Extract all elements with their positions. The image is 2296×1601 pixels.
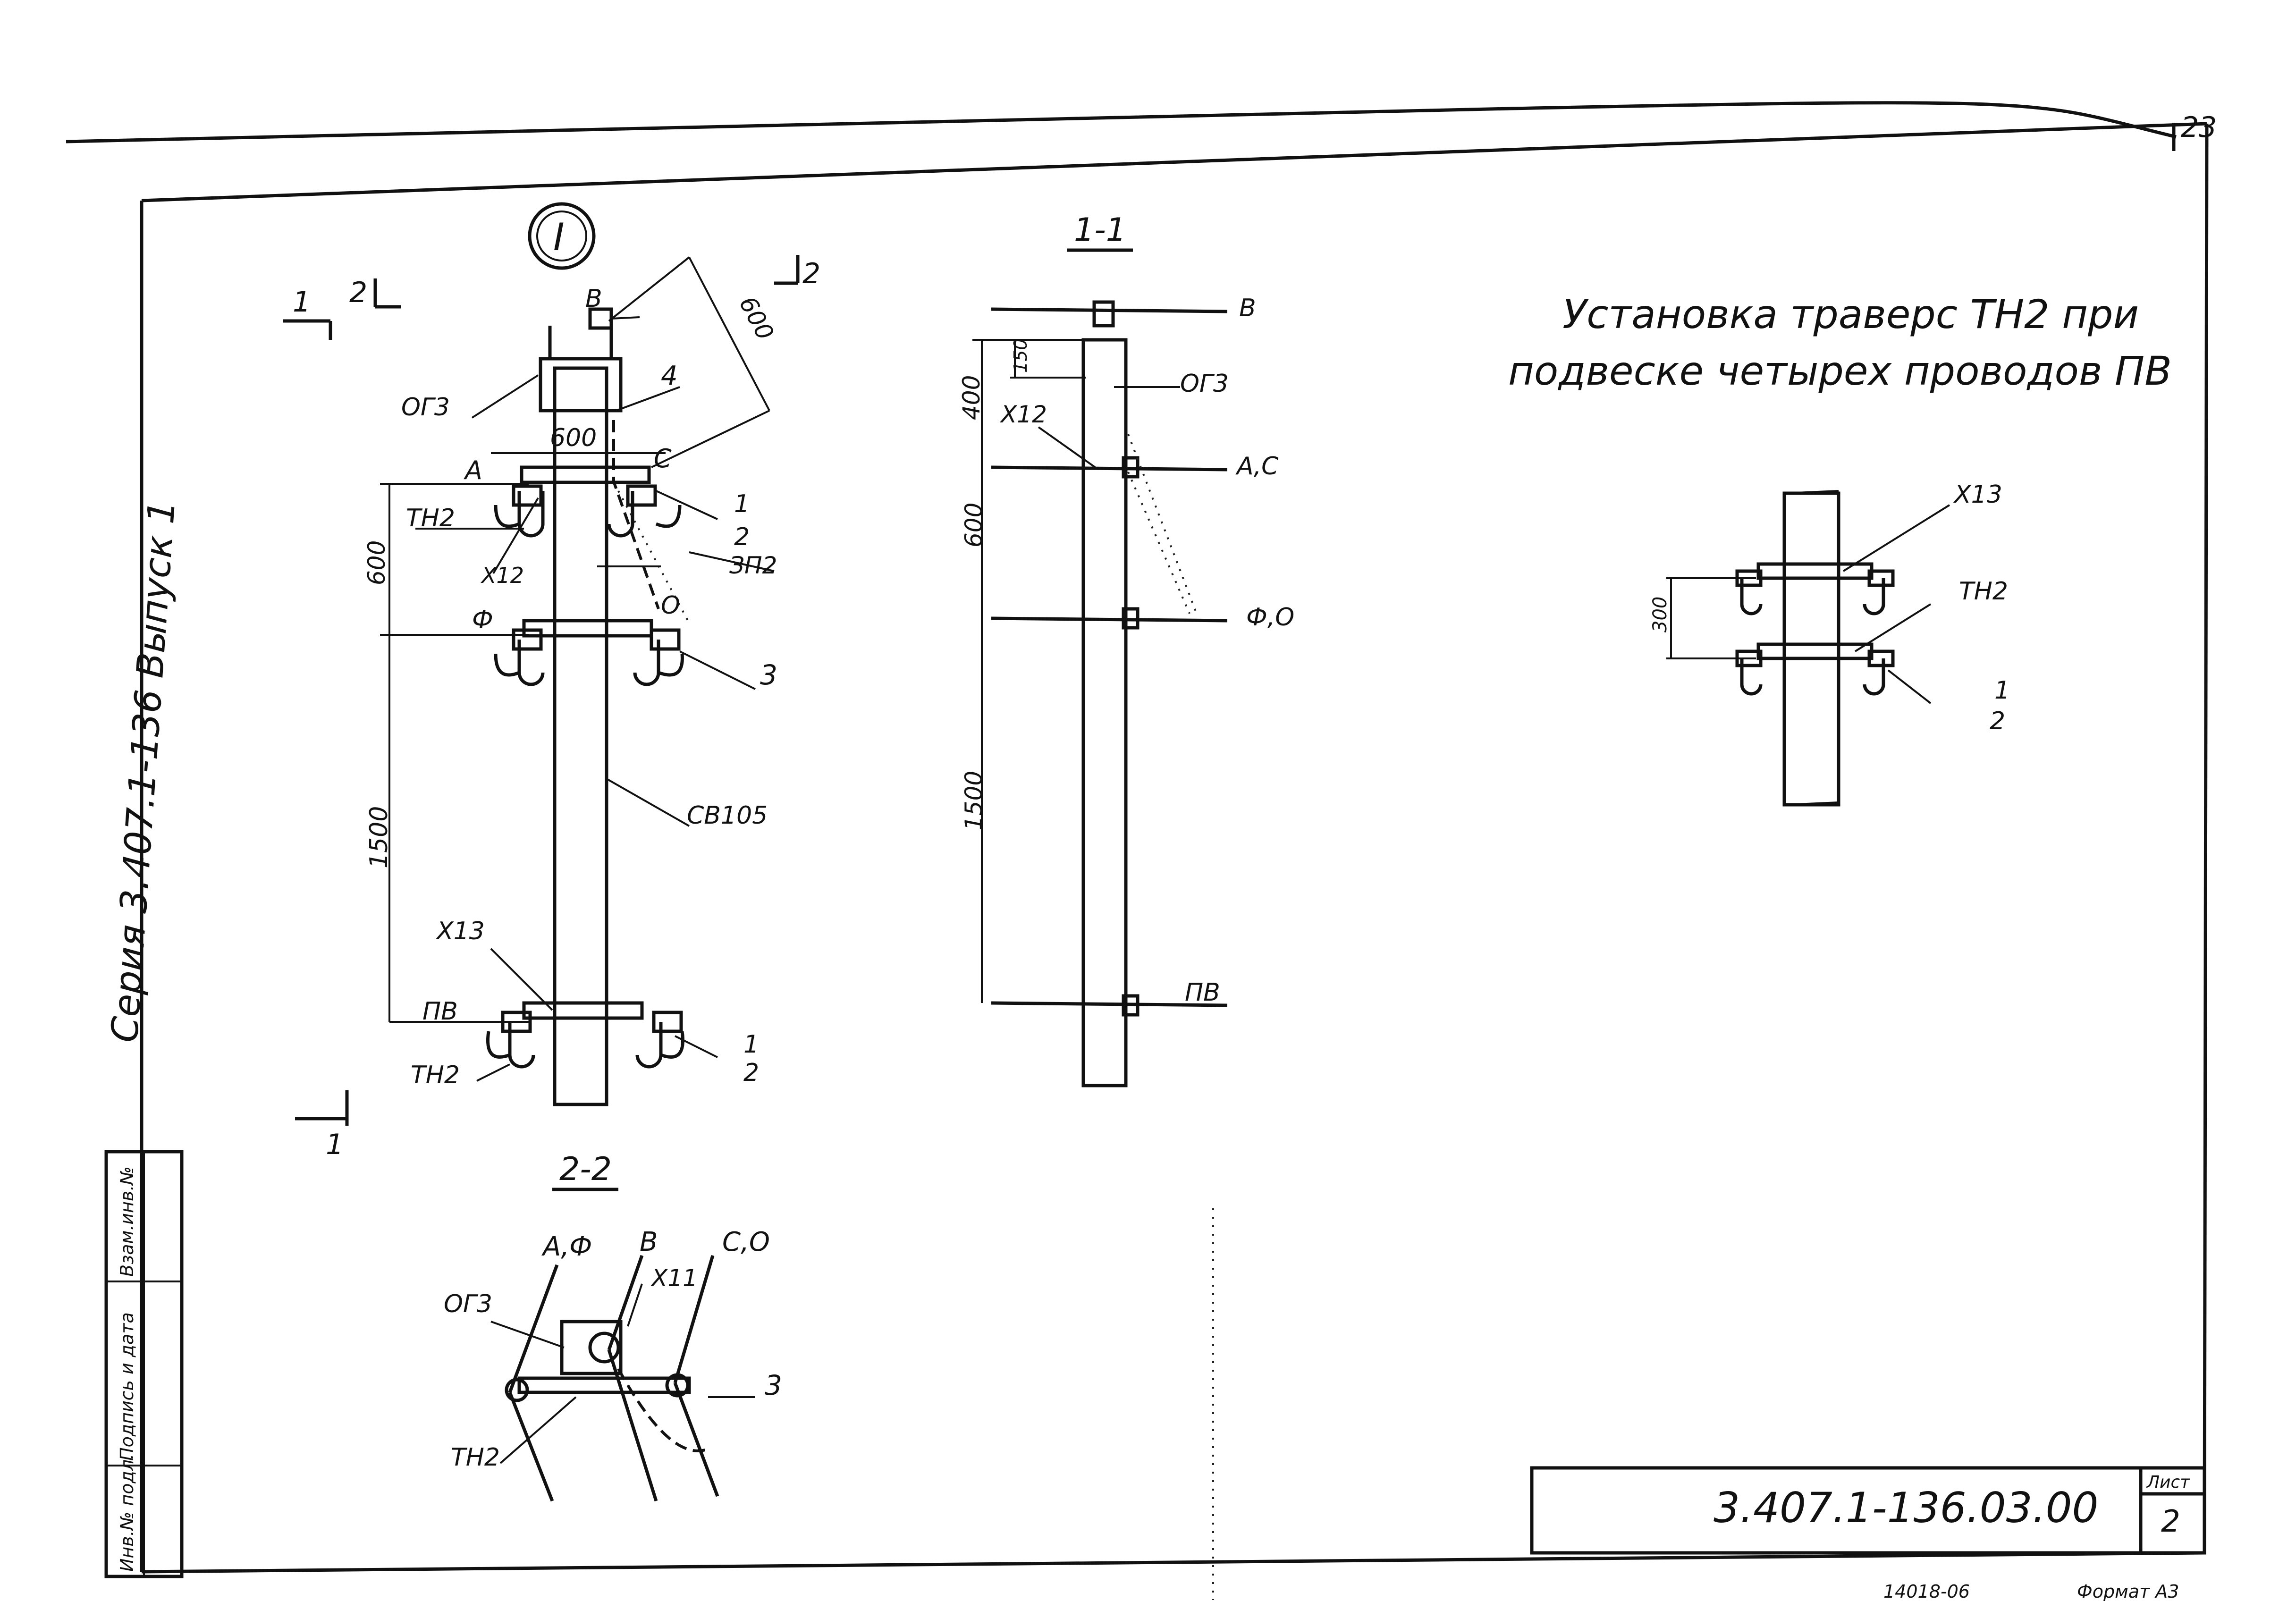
label-x12: Х12 bbox=[481, 563, 524, 588]
sheet-number: 2 bbox=[2161, 1504, 2180, 1539]
label-zp2: ЗП2 bbox=[729, 552, 777, 579]
stamp-inv-number: Инв.№ подл. bbox=[117, 1454, 137, 1572]
drawing-title-line1: Установка траверс ТН2 при bbox=[1562, 291, 2139, 337]
view-1-1-dim600: 600 bbox=[960, 503, 988, 548]
view-2-2-B: В bbox=[640, 1227, 658, 1257]
dim-600-top: 600 bbox=[550, 424, 597, 452]
view-2-2-3: 3 bbox=[765, 1369, 782, 1401]
label-3: 3 bbox=[760, 659, 777, 691]
label-A: А bbox=[464, 455, 482, 485]
traverse-bottom bbox=[522, 1001, 644, 1020]
view-1-1-B: В bbox=[1239, 294, 1256, 322]
stamp-signature-date: Подпись и дата bbox=[117, 1312, 137, 1461]
label-2a: 2 bbox=[734, 523, 750, 551]
top-sheet-number: 23 bbox=[2181, 111, 2217, 144]
view-1-1-og3: ОГ3 bbox=[1180, 370, 1229, 398]
view-2-2-AF: А,Ф bbox=[541, 1231, 592, 1262]
view-1-1-x12: Х12 bbox=[999, 401, 1047, 428]
label-4: 4 bbox=[661, 361, 678, 391]
label-O: О bbox=[661, 591, 680, 620]
dim-1500: 1500 bbox=[365, 806, 393, 868]
view-1-1-title: 1-1 bbox=[1074, 211, 1126, 249]
label-th2-bottom: ТН2 bbox=[411, 1061, 460, 1089]
label-x13: Х13 bbox=[435, 917, 485, 945]
view-2-2-title: 2-2 bbox=[559, 1151, 612, 1188]
pole bbox=[553, 366, 608, 1106]
view-1-1: 1-1 В 150 ОГ3 400 Х12 А,С 600 Ф,О 1500 П… bbox=[958, 211, 1294, 1087]
label-B: В bbox=[585, 285, 602, 313]
view-1-1-AC: А,С bbox=[1235, 452, 1279, 480]
insulator-PV-right bbox=[635, 1011, 683, 1069]
right-view-1: 1 bbox=[1994, 676, 2010, 705]
right-view-dim300: 300 bbox=[1649, 597, 1671, 632]
series-label: Серия 3.407.1-136 Выпуск 1 bbox=[103, 499, 184, 1044]
label-cb105: СВ105 bbox=[687, 801, 768, 830]
label-th2: ТН2 bbox=[406, 504, 455, 532]
svg-text:2: 2 bbox=[349, 276, 367, 309]
section-mark-1-bottom: 1 bbox=[295, 1090, 349, 1161]
label-1a: 1 bbox=[734, 490, 750, 518]
view-marker-circle bbox=[528, 202, 596, 270]
left-stamp: Инв.№ подл. Подпись и дата Взам.инв.№ bbox=[104, 1150, 184, 1578]
insulator-PV-left bbox=[501, 1011, 535, 1069]
view-2-2: 2-2 А,Ф В С,О Х11 ОГ3 3 ТН2 bbox=[444, 1151, 782, 1502]
section-mark-2-left: 2 bbox=[349, 276, 401, 309]
view-1-1-pv: ПВ bbox=[1185, 978, 1220, 1007]
right-view: Х13 ТН2 300 1 2 bbox=[1649, 480, 2010, 807]
label-C: С bbox=[654, 444, 672, 473]
footer-archive-number: 14018-06 bbox=[1883, 1581, 1970, 1601]
view-2-2-th2: ТН2 bbox=[451, 1443, 500, 1472]
sheet-frame: 23 bbox=[66, 101, 2217, 1574]
right-view-th2: ТН2 bbox=[1959, 577, 2008, 606]
view-2-2-og3: ОГ3 bbox=[444, 1290, 492, 1318]
right-view-x13: Х13 bbox=[1953, 480, 2002, 509]
document-code: 3.407.1-136.03.00 bbox=[1714, 1483, 2099, 1532]
traverse-middle bbox=[522, 619, 653, 638]
title-block: 3.407.1-136.03.00 Лист 2 bbox=[1530, 1466, 2206, 1555]
drawing-title-line2: подвеске четырех проводов ПВ bbox=[1508, 348, 2172, 394]
view-1-1-dim1500: 1500 bbox=[960, 771, 988, 831]
section-mark-1-top: 1 bbox=[283, 286, 332, 340]
label-2b: 2 bbox=[743, 1059, 759, 1087]
section-mark-2-right: 2 bbox=[774, 255, 820, 290]
insulator-C bbox=[607, 484, 657, 538]
right-view-2: 2 bbox=[1990, 707, 2005, 735]
svg-text:1: 1 bbox=[293, 286, 311, 319]
svg-text:1: 1 bbox=[326, 1128, 344, 1161]
label-pv: ПВ bbox=[422, 997, 458, 1026]
view-1-1-phiO: Ф,О bbox=[1246, 603, 1294, 632]
main-view: I 1 2 2 1 bbox=[283, 202, 820, 1161]
sheet-label: Лист bbox=[2146, 1473, 2190, 1492]
footer-format: Формат А3 bbox=[2077, 1581, 2179, 1601]
view-1-1-dim400: 400 bbox=[958, 375, 985, 420]
traverse-top bbox=[520, 465, 651, 484]
insulator-O bbox=[633, 628, 681, 686]
view-1-1-dim150: 150 bbox=[1010, 338, 1031, 373]
dim-600-left: 600 bbox=[363, 540, 390, 585]
svg-text:2: 2 bbox=[802, 257, 820, 290]
view-2-2-x11: Х11 bbox=[650, 1264, 698, 1292]
label-1b: 1 bbox=[743, 1030, 759, 1059]
label-og3: ОГ3 bbox=[401, 393, 450, 421]
view-2-2-CO: С,О bbox=[722, 1227, 770, 1257]
stamp-replacement: Взам.инв.№ bbox=[117, 1166, 137, 1277]
insulator-F bbox=[512, 628, 545, 686]
view-marker: I bbox=[553, 215, 565, 259]
label-phi: Ф bbox=[472, 606, 493, 634]
dim-600-diag: 600 bbox=[734, 292, 779, 344]
